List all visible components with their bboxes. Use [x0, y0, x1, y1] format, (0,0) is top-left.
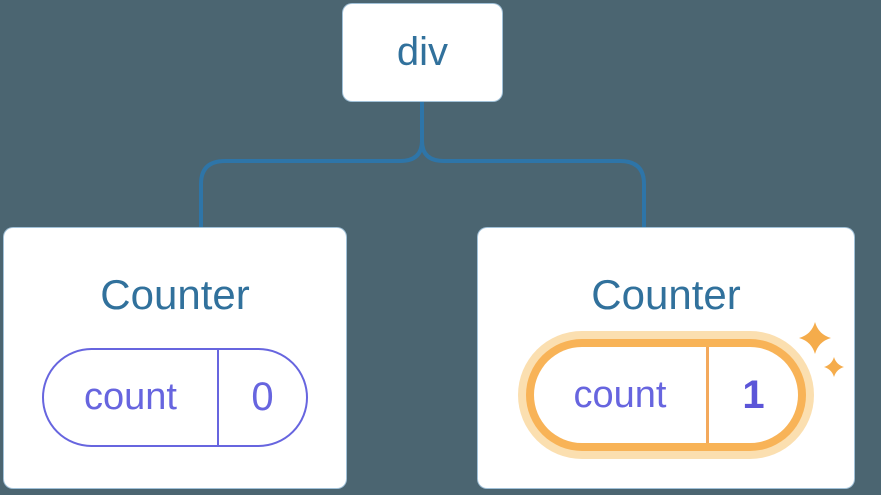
component-card-counter-left: Counter count 0	[3, 227, 347, 489]
state-value: 0	[251, 375, 274, 419]
state-key-label: count	[534, 347, 709, 443]
state-pill: count 1	[534, 347, 798, 443]
state-pill: count 0	[42, 348, 308, 447]
tree-node-div-label: div	[396, 30, 449, 74]
component-title: Counter	[591, 271, 741, 318]
component-card-counter-right: Counter count 1	[477, 227, 855, 489]
state-key-label: count	[44, 350, 219, 445]
state-pill-highlighted: count 1	[518, 331, 814, 459]
state-value: 1	[742, 372, 765, 417]
state-pill-highlight-ring: count 1	[526, 339, 806, 451]
tree-node-div: div	[342, 3, 503, 102]
component-title: Counter	[100, 271, 250, 318]
